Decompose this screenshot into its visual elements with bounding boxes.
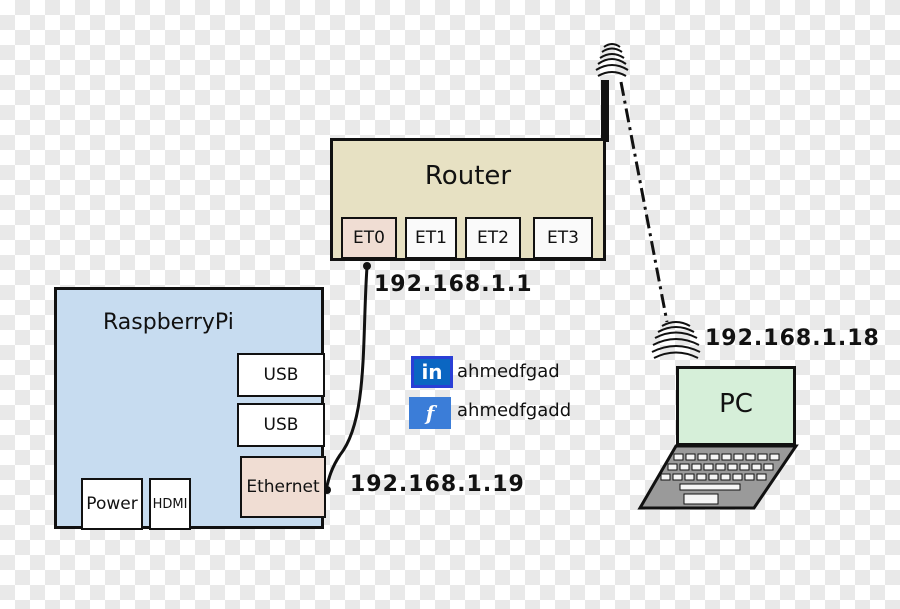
- facebook-icon: f: [409, 397, 451, 429]
- rpi-usb-port-1: USB: [237, 353, 325, 397]
- cable-end-router: [363, 262, 371, 270]
- facebook-handle: ahmedfgadd: [457, 400, 572, 421]
- router-port-et1: ET1: [405, 217, 457, 259]
- router-port-et2: ET2: [465, 217, 521, 259]
- raspberry-pi: RaspberryPi USB USB Ethernet Power HDMI: [54, 287, 326, 530]
- rpi-ip-label: 192.168.1.19: [350, 472, 525, 497]
- router-port-et0: ET0: [341, 217, 397, 259]
- rpi-hdmi-port: HDMI: [149, 478, 191, 530]
- linkedin-icon: in: [411, 356, 453, 388]
- rpi-usb-port-2: USB: [237, 403, 325, 447]
- laptop-keys: [660, 453, 780, 505]
- raspberry-pi-title: RaspberryPi: [103, 310, 234, 335]
- ethernet-cable: [324, 266, 369, 491]
- pc-ip-label: 192.168.1.18: [705, 326, 880, 351]
- router-title: Router: [424, 161, 512, 191]
- router-wireless-signal-icon: [595, 43, 629, 77]
- wireless-link: [619, 81, 669, 323]
- linkedin-handle: ahmedfgad: [457, 361, 560, 382]
- router-antenna: [601, 80, 609, 142]
- pc-laptop-screen: PC: [676, 366, 796, 446]
- pc-label: PC: [719, 389, 753, 419]
- rpi-power-port: Power: [81, 478, 143, 530]
- pc-wireless-signal-icon: [651, 321, 701, 359]
- router-port-et3: ET3: [533, 217, 593, 259]
- router-ip-label: 192.168.1.1: [374, 272, 533, 297]
- rpi-ethernet-port: Ethernet: [240, 456, 326, 518]
- router: Router ET0 ET1 ET2 ET3: [330, 138, 606, 261]
